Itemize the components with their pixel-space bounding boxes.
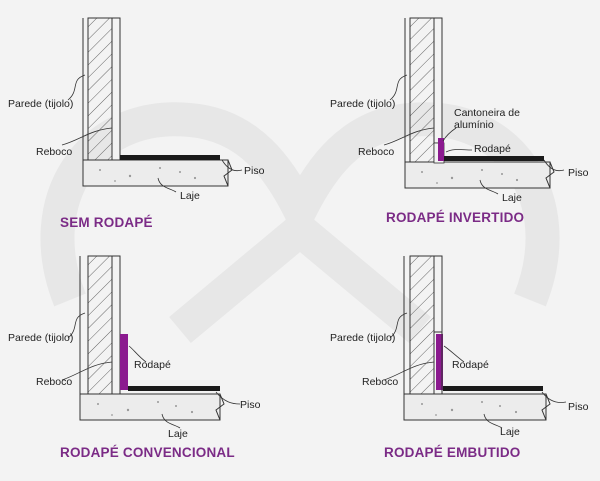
plaster-layer [111,17,121,161]
plaster-layer [433,17,443,144]
leader-plaster [61,127,113,146]
slab [403,393,547,421]
leader-wall [67,312,86,339]
plaster-layer [433,255,443,333]
leader-floor [543,159,565,172]
break-line [545,161,555,189]
wall-brick [409,17,435,171]
leader-floor [541,391,567,403]
label-corner-line2: alumínio [454,119,494,131]
label-floor: Piso [568,401,589,413]
label-slab: Laje [500,426,520,438]
panel-title: RODAPÉ CONVENCIONAL [60,445,235,460]
panel-title: RODAPÉ INVERTIDO [386,210,524,225]
floor-finish [128,386,220,391]
slab [79,393,221,421]
slab-aggregate [97,401,194,416]
leader-floor [215,391,241,405]
wall-brick [409,255,435,395]
break-line [215,393,225,421]
wall-brick [87,17,113,161]
leader-plaster [61,361,113,381]
slab-aggregate [421,169,519,184]
floor-finish [443,386,543,391]
leader-slab [157,177,177,193]
label-slab: Laje [502,192,522,204]
label-wall: Parede (tijolo) [330,98,395,110]
panel-rodape-invertido: Parede (tijolo) Reboco Cantoneira de alu… [330,17,589,225]
leader-wall [67,74,86,101]
leader-baseboard [443,345,465,363]
label-baseboard: Rodapé [134,359,171,371]
panel-sem-rodape: Parede (tijolo) Reboco Laje Piso SEM ROD… [8,17,265,230]
label-plaster: Reboco [358,146,394,158]
label-floor: Piso [244,165,265,177]
break-line [223,159,233,187]
leader-baseboard [128,345,147,363]
label-baseboard: Rodapé [452,359,489,371]
leader-slab [483,413,503,429]
floor-finish [120,155,220,160]
leader-slab [479,179,499,195]
leader-wall [389,312,408,339]
plaster-layer [111,255,121,395]
floor-finish [444,156,544,161]
baseboard-inverted [438,138,444,161]
panel-title: SEM RODAPÉ [60,215,153,230]
wall-brick [87,255,113,395]
label-corner-line1: Cantoneira de [454,107,520,119]
panel-title: RODAPÉ EMBUTIDO [384,445,521,460]
label-wall: Parede (tijolo) [8,98,73,110]
label-plaster: Reboco [36,376,72,388]
leader-baseboard [445,149,473,153]
label-plaster: Reboco [36,146,72,158]
label-wall: Parede (tijolo) [330,332,395,344]
leader-wall [389,74,408,101]
label-floor: Piso [568,167,589,179]
break-line [541,393,551,421]
slab [404,161,551,189]
label-slab: Laje [168,428,188,440]
label-baseboard: Rodapé [474,143,511,155]
panel-rodape-embutido: Parede (tijolo) Reboco Rodapé Laje Piso … [330,255,589,460]
label-floor: Piso [240,399,261,411]
label-wall: Parede (tijolo) [8,332,73,344]
label-slab: Laje [180,190,200,202]
leader-slab [161,413,181,429]
leader-plaster [383,127,435,146]
leader-corner [442,127,457,142]
baseboard-conventional [120,334,128,390]
panel-rodape-convencional: Parede (tijolo) Reboco Rodapé Laje Piso … [8,255,261,460]
leader-plaster [383,361,435,381]
slab [82,159,229,187]
label-plaster: Reboco [362,376,398,388]
slab-aggregate [421,401,518,416]
leader-floor [221,159,243,172]
slab-aggregate [99,167,197,182]
baseboard-embedded [436,334,443,390]
